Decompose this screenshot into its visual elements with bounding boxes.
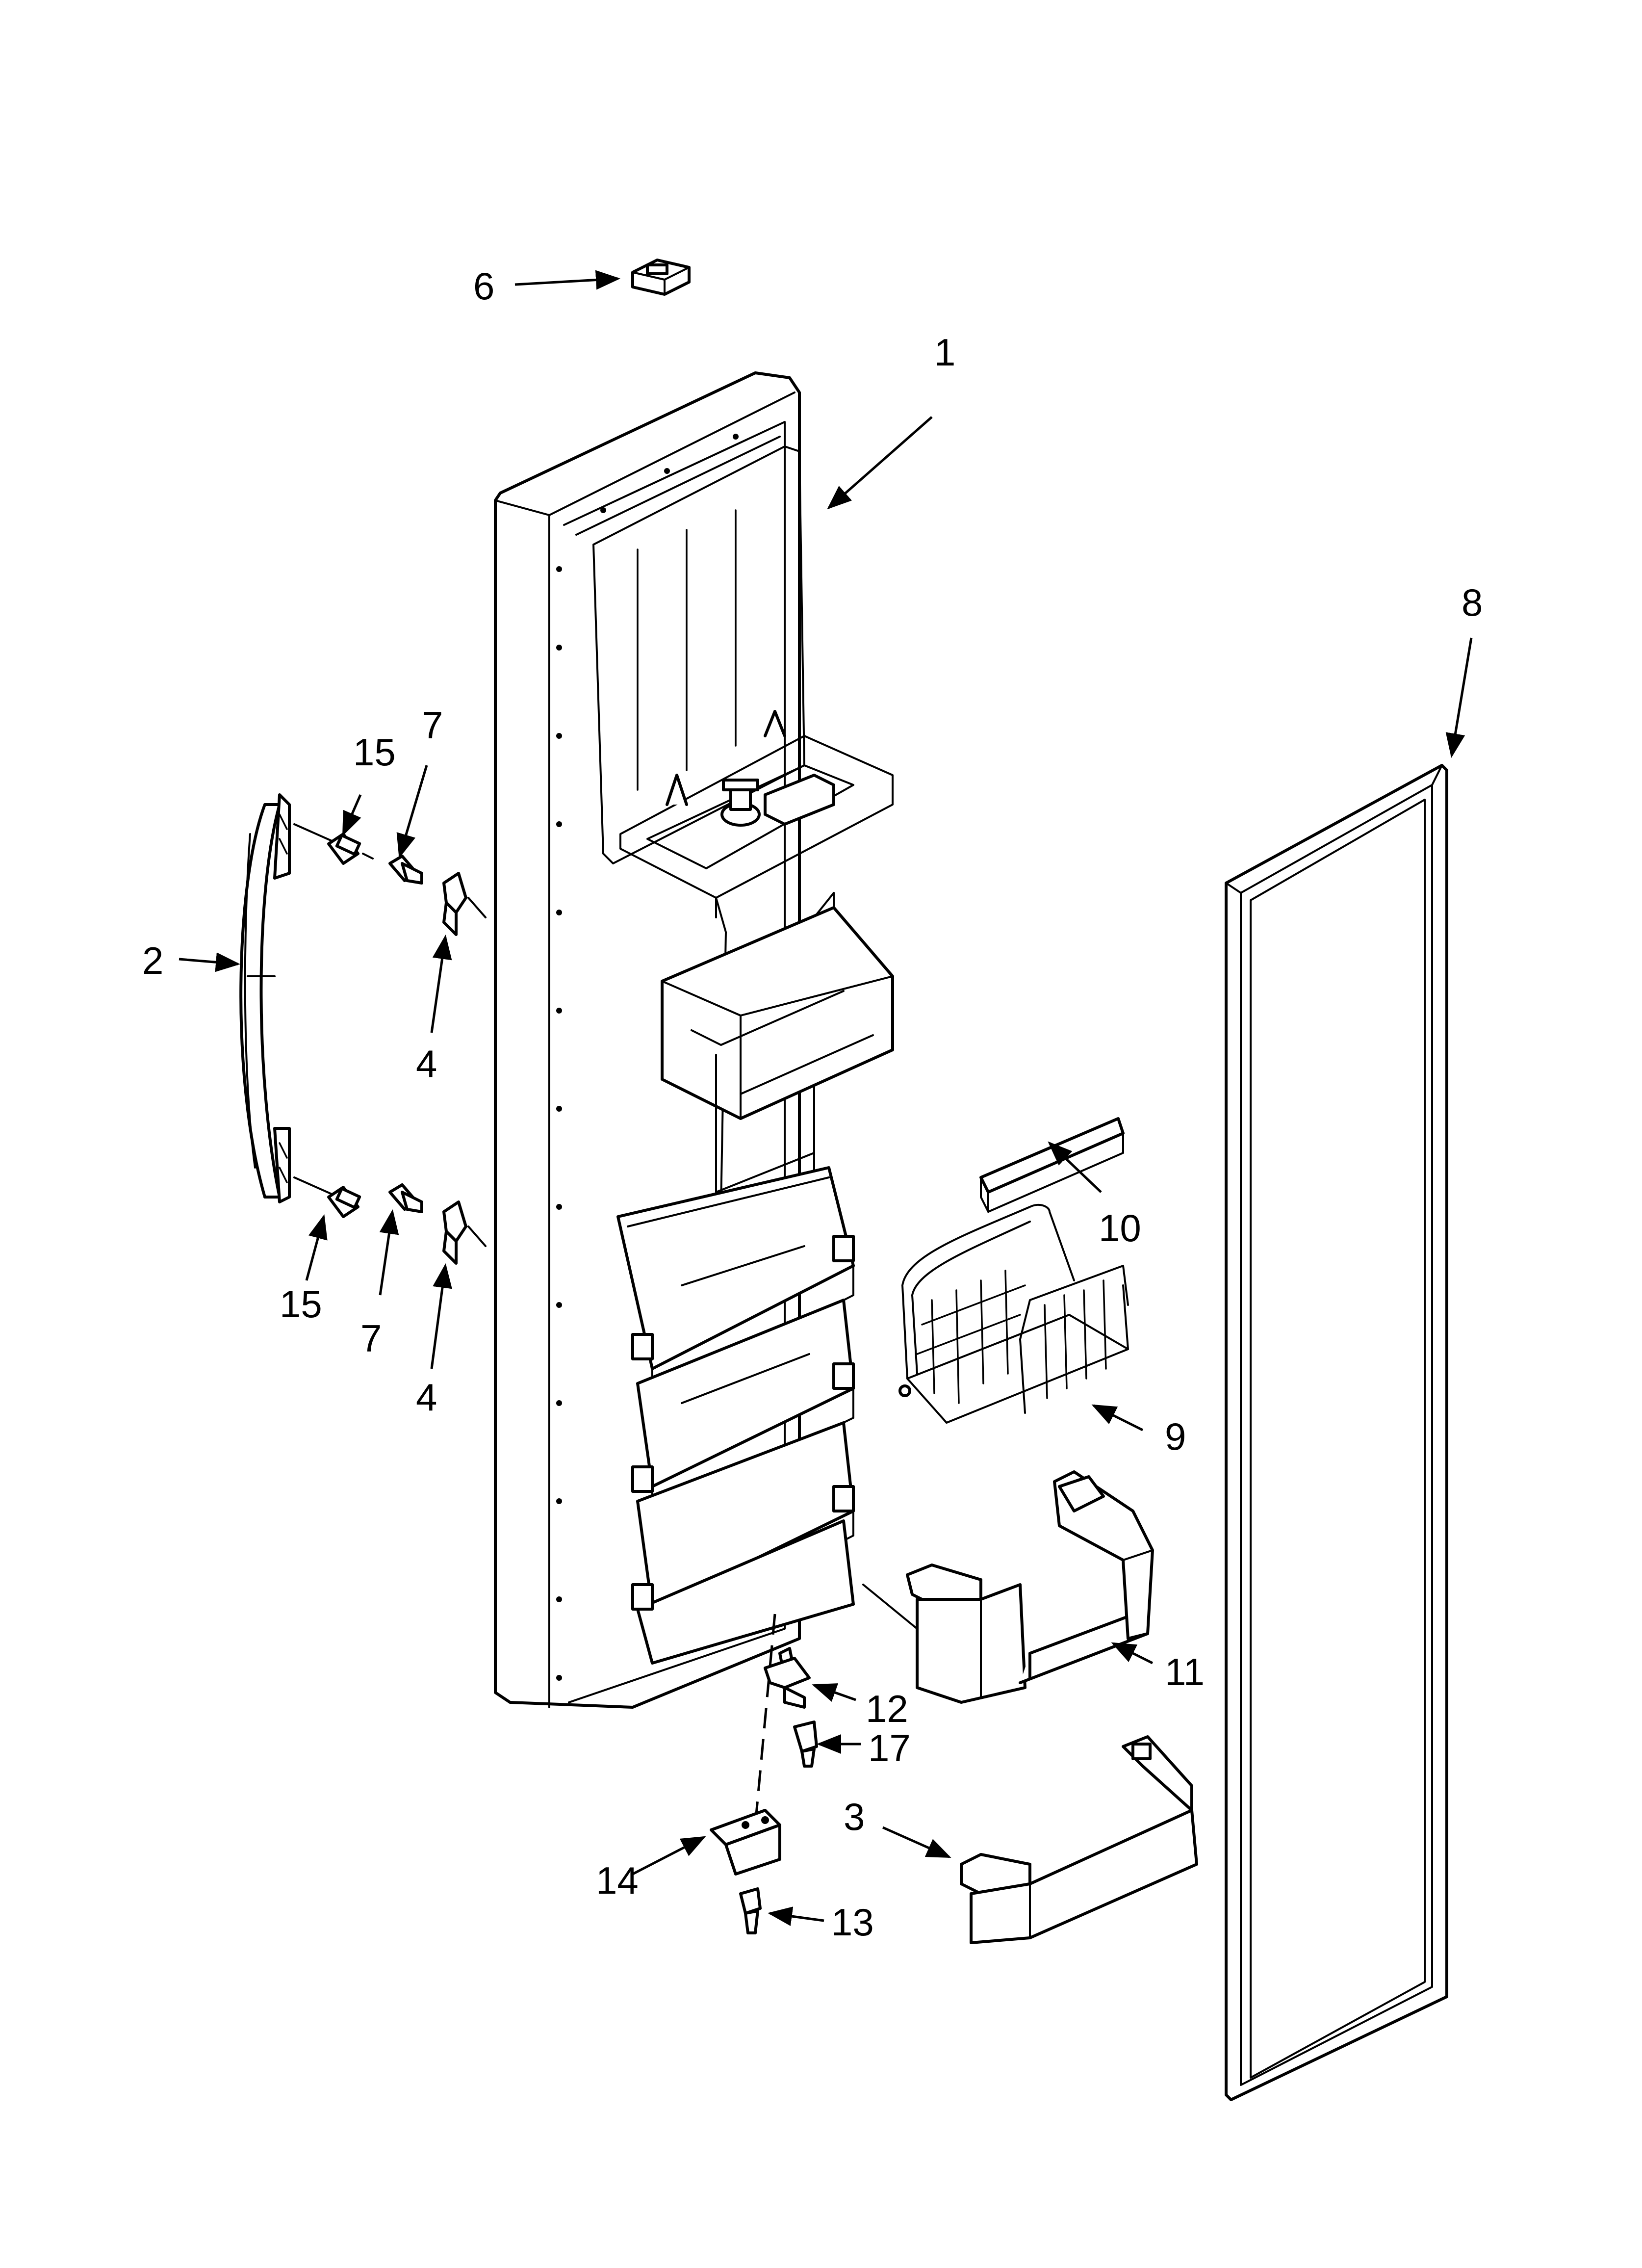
leader-lines	[179, 270, 1473, 1926]
part-9-wire-basket	[898, 1203, 1129, 1424]
callout-2: 2	[142, 939, 163, 982]
callout-10: 10	[1099, 1206, 1141, 1250]
callout-11: 11	[1165, 1650, 1205, 1694]
fasteners-upper	[293, 823, 487, 936]
part-2-handle	[239, 793, 291, 1203]
part-8-gasket	[1225, 764, 1448, 2101]
callout-4-upper: 4	[416, 1042, 437, 1085]
callout-7-upper: 7	[422, 704, 443, 747]
callout-14: 14	[596, 1859, 639, 1902]
callout-12: 12	[866, 1687, 908, 1730]
door-rail-screws	[556, 434, 739, 1681]
dispenser-knob	[720, 779, 761, 827]
part-11-bin	[862, 1470, 1154, 1704]
callout-8: 8	[1462, 581, 1483, 624]
callout-9: 9	[1165, 1415, 1186, 1458]
callout-3: 3	[844, 1795, 865, 1838]
callout-4-lower: 4	[416, 1376, 437, 1419]
fasteners-lower	[293, 1176, 487, 1265]
part-6-clip	[631, 259, 691, 296]
callout-17: 17	[868, 1726, 911, 1770]
part-door	[494, 371, 894, 1709]
callout-1: 1	[934, 331, 955, 374]
part-3-bottom-bin	[960, 1735, 1198, 1944]
part-10-rail	[979, 1117, 1125, 1213]
callout-labels: 6 1 8 15 7 2 4 15 7 4 10 9 11 12 17 3 14…	[142, 264, 1483, 1944]
callout-13: 13	[831, 1901, 874, 1944]
callout-15-lower: 15	[280, 1282, 322, 1326]
callout-7-lower: 7	[360, 1317, 382, 1360]
hinge-assembly	[710, 1614, 818, 1934]
callout-6: 6	[473, 264, 494, 308]
door-shelves	[616, 1166, 855, 1665]
callout-15-upper: 15	[353, 730, 396, 774]
